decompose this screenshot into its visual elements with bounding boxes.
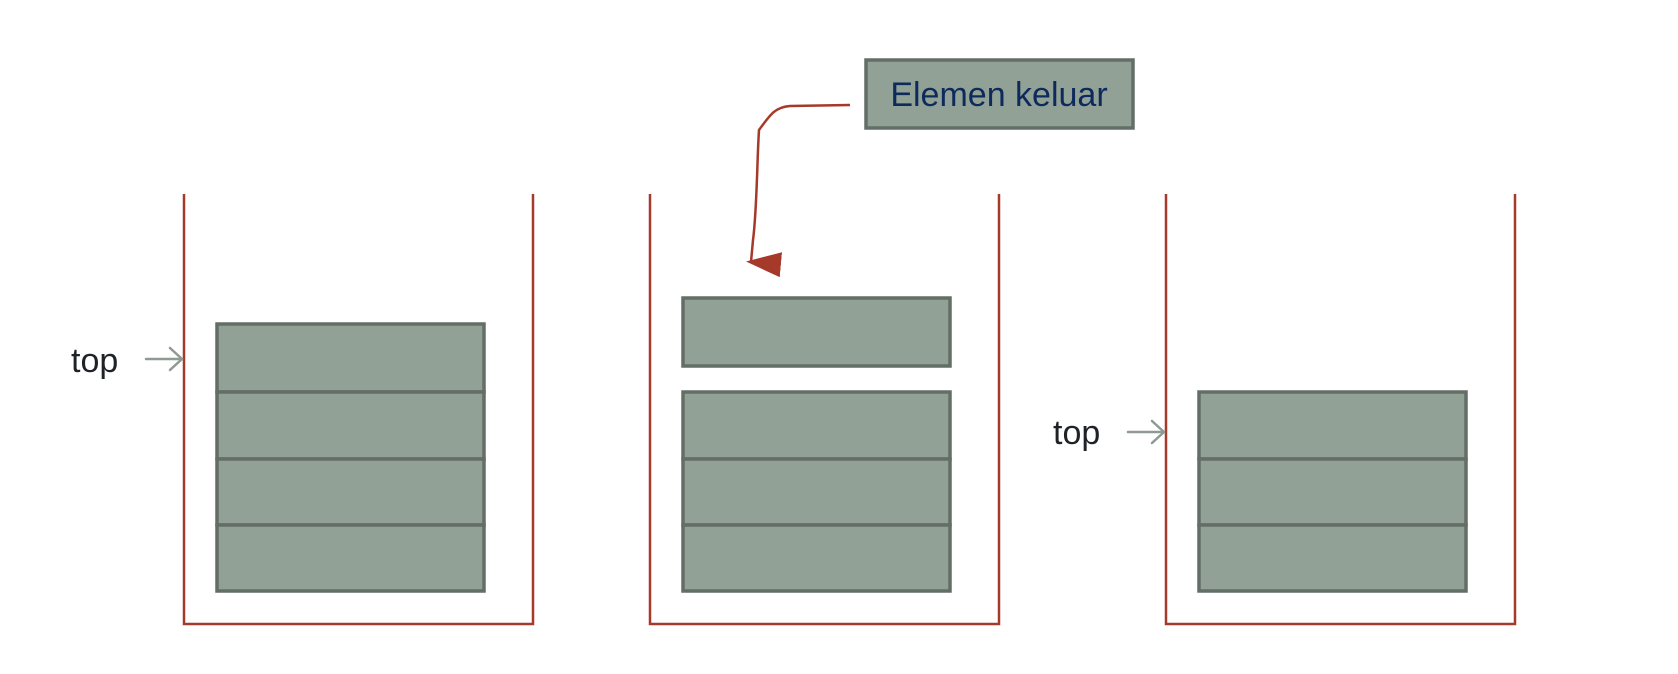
stack-during-pop (648, 194, 1001, 626)
stack-container (648, 194, 1001, 626)
top-pointer-arrow (144, 346, 184, 372)
stack-before-pop: top (71, 194, 535, 626)
stack-element (215, 390, 486, 461)
stack-element (215, 322, 486, 394)
stack-element (1197, 390, 1468, 461)
stack-element (681, 457, 952, 527)
callout: Elemen keluar (746, 58, 1135, 278)
stack-element (681, 523, 952, 593)
stack-after-pop: top (1053, 194, 1517, 626)
stack-element (1197, 457, 1468, 527)
top-pointer-label: top (1053, 414, 1100, 452)
stack-element (215, 523, 486, 593)
stack-element (1197, 523, 1468, 593)
callout-text: Elemen keluar (890, 76, 1107, 114)
stack-container (1164, 194, 1517, 626)
pop-arrow (746, 103, 851, 278)
stack-container (182, 194, 535, 626)
popped-element (681, 296, 952, 368)
stack-element (681, 390, 952, 461)
callout-box (864, 58, 1135, 130)
top-pointer-label: top (71, 342, 118, 380)
stack-element (215, 457, 486, 527)
top-pointer-arrow (1126, 419, 1166, 445)
